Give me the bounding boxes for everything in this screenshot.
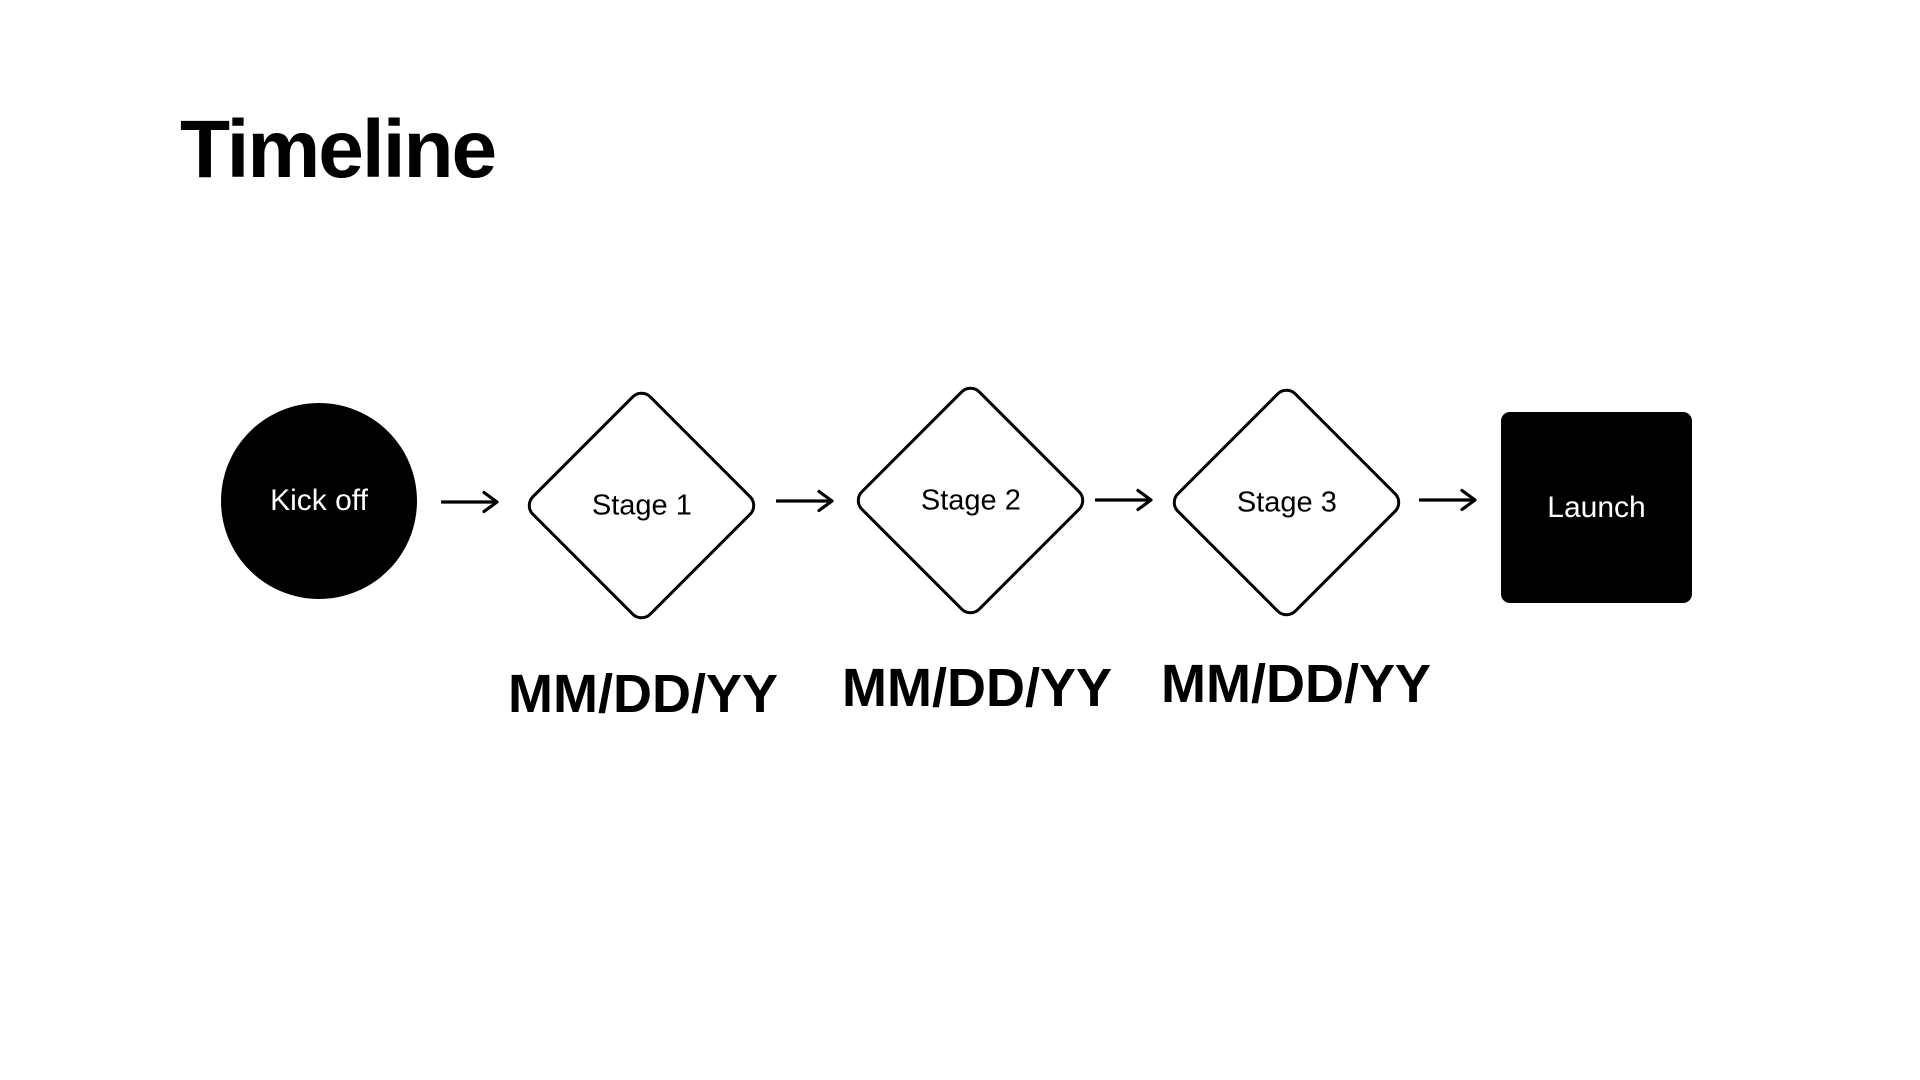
arrow-right-icon xyxy=(776,489,834,513)
node-stage-2-label: Stage 2 xyxy=(920,483,1021,516)
node-stage-1-label: Stage 1 xyxy=(591,488,692,521)
node-launch: Launch xyxy=(1501,412,1692,603)
stage-1-date-label: MM/DD/YY xyxy=(508,664,778,724)
stage-2-date-label: MM/DD/YY xyxy=(842,658,1112,718)
arrow-right-icon xyxy=(1095,488,1153,512)
arrow-right-icon xyxy=(1419,488,1477,512)
stage-3-date-label: MM/DD/YY xyxy=(1161,654,1431,714)
page-title: Timeline xyxy=(180,104,497,195)
node-stage-3-label: Stage 3 xyxy=(1236,485,1337,518)
node-stage-1: Stage 1 xyxy=(521,385,762,626)
node-launch-label: Launch xyxy=(1547,490,1646,524)
node-kickoff: Kick off xyxy=(221,403,417,599)
node-kickoff-label: Kick off xyxy=(270,484,368,517)
node-stage-3: Stage 3 xyxy=(1166,382,1407,623)
arrow-right-icon xyxy=(441,490,499,514)
node-stage-2: Stage 2 xyxy=(850,380,1091,621)
